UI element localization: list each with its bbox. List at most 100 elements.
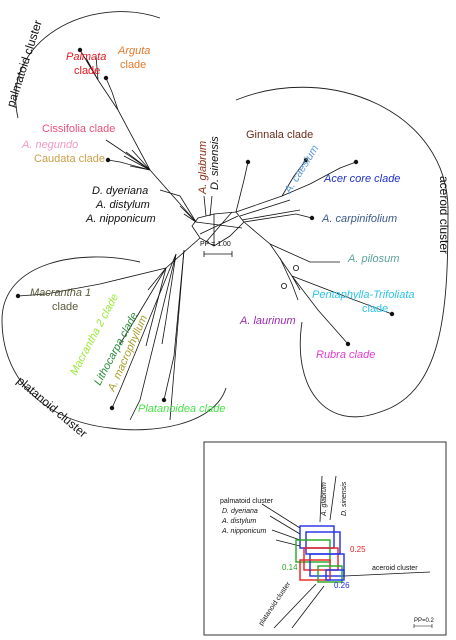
node-ring: [292, 264, 299, 271]
acer-core-label: Acer core clade: [323, 173, 400, 185]
cissifolia-label: Cissifolia clade: [42, 123, 115, 135]
branch-platanoidea: [163, 249, 185, 401]
rubra-label: Rubra clade: [316, 349, 375, 361]
pentaphylla-label: Pentaphylla-Trifoliata: [312, 289, 415, 301]
inset-glabrum-label: A. glabrum: [321, 482, 328, 517]
inset-sinensis-label: D. sinensis: [341, 481, 348, 516]
branch-ginnala: [235, 161, 249, 213]
glabrum-label: A. glabrum: [197, 141, 209, 195]
branch-nipponicum: [183, 213, 197, 223]
distylum-label: A. distylum: [95, 199, 150, 211]
inset-branch-dyeriana: [269, 515, 301, 535]
inset-value-025: 0.25: [350, 545, 366, 554]
inset-branch-platanoid-2: [291, 585, 325, 629]
inset-box-green: [295, 539, 331, 563]
branch-palmatoid-trunk: [97, 79, 197, 223]
inset-branch-platanoid: [273, 583, 317, 629]
branch-glabrum: [203, 195, 207, 217]
ginnala-label: Ginnala clade: [246, 129, 313, 141]
branch-pilosum: [269, 243, 340, 263]
carpinifolium-label: A. carpinifolium: [321, 213, 397, 225]
node-dot: [309, 215, 315, 221]
branch-macrantha2: [119, 267, 167, 345]
pilosum-label: A. pilosum: [347, 253, 399, 265]
branch-dyeriana: [159, 189, 197, 223]
branch-pentaphylla: [291, 275, 393, 315]
laurinum-label: A. laurinum: [239, 315, 296, 327]
caesium-label: A. caesium: [282, 143, 322, 196]
inset-branch-palmatoid: [261, 503, 301, 529]
inset-reticulation: [295, 525, 345, 583]
platanoidea-label: Platanoidea clade: [138, 403, 225, 415]
branch-macrophyllum: [161, 253, 177, 345]
node-dot: [161, 397, 167, 403]
inset-box-blue: [325, 569, 345, 581]
nipponicum-label: A. nipponicum: [85, 213, 156, 225]
branch-rubra: [291, 275, 349, 345]
node-dot: [345, 341, 351, 347]
pentaphylla-clade-label: clade: [362, 303, 388, 315]
node-dot: [245, 159, 251, 165]
sinensis-label: D. sinensis: [209, 136, 221, 190]
node-dot: [77, 47, 83, 53]
branch-arguta: [105, 77, 119, 111]
arguta-label: Arguta: [117, 45, 150, 57]
dyeriana-label: D. dyeriana: [92, 185, 148, 197]
branch-palmata: [79, 49, 99, 81]
inset-box-blue: [309, 553, 345, 577]
inset-palmatoid-label: palmatoid cluster: [220, 498, 274, 505]
node-dot: [15, 293, 21, 299]
network-core-mesh: [195, 211, 243, 246]
branch-platanoid-trunk: [147, 237, 201, 291]
branch-distylum: [179, 205, 197, 223]
node-dot: [389, 311, 395, 317]
branch-cissifolia: [105, 139, 151, 171]
macrantha1-clade-label: clade: [52, 301, 78, 313]
branch-aceroid-fan: [235, 183, 311, 223]
branch-caesium: [281, 159, 307, 197]
negundo-label: A. negundo: [21, 139, 78, 151]
inset-box-red: [303, 547, 339, 571]
inset-branch-glabrum: [319, 475, 323, 523]
inset-value-014: 0.14: [282, 563, 298, 572]
inset-panel: palmatoid cluster D. dyeriana A. distylu…: [203, 441, 447, 636]
inset-nipponicum-label: A. nipponicum: [221, 528, 267, 535]
inset-branch-sinensis: [329, 475, 337, 521]
inset-aceroid-label: aceroid cluster: [372, 565, 418, 572]
scale-bar: [203, 251, 233, 257]
arguta-clade-label: clade: [120, 59, 146, 71]
inset-branch-distylum: [271, 529, 301, 541]
aceroid-cluster-outline: [235, 86, 449, 418]
node-ring: [280, 282, 287, 289]
inset-dyeriana-label: D. dyeriana: [222, 508, 258, 515]
node-dot: [109, 405, 115, 411]
node-dot: [103, 75, 109, 81]
caudata-label: Caudata clade: [34, 153, 105, 165]
macrantha1-label: Macrantha 1: [30, 287, 91, 299]
branch-palmatoid-fan: [123, 149, 151, 171]
palmata-label: Palmata: [66, 51, 106, 63]
branch-platanoid-extra: [111, 249, 185, 421]
inset-box-green: [317, 565, 343, 583]
node-dot: [353, 159, 359, 165]
platanoid-cluster-label: platanoid cluster: [14, 374, 90, 441]
platanoid-cluster-outline: [1, 256, 227, 431]
inset-distylum-label: A. distylum: [221, 518, 256, 525]
branch-aceroid-lower: [243, 221, 301, 291]
palmata-clade-label: clade: [74, 65, 100, 77]
node-dot: [303, 157, 309, 163]
branch-laurinum: [279, 257, 299, 301]
node-dot: [105, 157, 111, 163]
palmatoid-cluster-outline: [15, 11, 161, 119]
inset-frame: [203, 441, 447, 636]
branch-sinensis: [209, 195, 213, 217]
branch-lithocarpa: [145, 267, 167, 347]
palmatoid-cluster-label: palmatoid cluster: [4, 18, 45, 109]
branch-macrantha1: [17, 267, 167, 297]
inset-scale-label: PP=0.2: [414, 618, 435, 624]
inset-value-026: 0.26: [334, 581, 350, 590]
branch-caudata: [107, 159, 151, 171]
aceroid-cluster-label: aceroid cluster: [437, 176, 451, 254]
terminal-nodes: [15, 47, 395, 411]
